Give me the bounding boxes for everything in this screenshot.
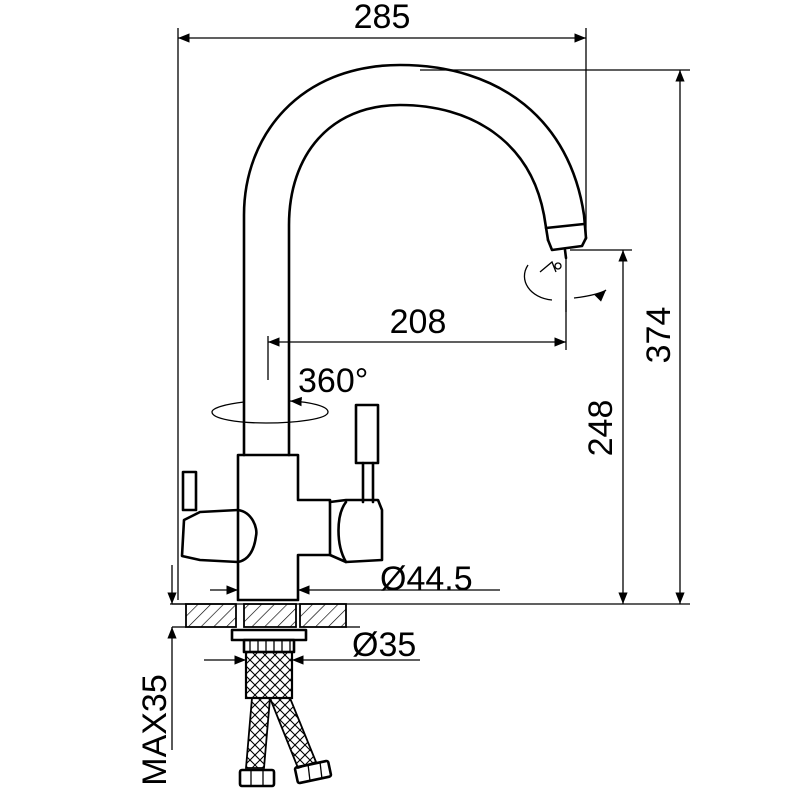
rotation-indicator: 360° xyxy=(211,362,368,424)
dimension-spout-reach: 208 xyxy=(267,300,567,380)
dimension-base-diameter: Ø44.5 xyxy=(210,560,500,598)
aerator-swivel-icon xyxy=(523,258,607,312)
dimension-total-height: 374 xyxy=(420,69,690,604)
max-thickness-label: MAX35 xyxy=(136,674,174,786)
total-height-label: 374 xyxy=(640,307,678,364)
threaded-shank xyxy=(244,650,294,700)
spout-height-label: 248 xyxy=(582,400,620,457)
base-diameter-label: Ø44.5 xyxy=(380,560,473,598)
faucet-spout xyxy=(242,63,588,457)
dimension-thread-diameter: Ø35 xyxy=(204,626,420,665)
countertop-section xyxy=(172,603,360,654)
faucet-body xyxy=(180,403,384,602)
total-width-label: 285 xyxy=(354,0,411,36)
supply-hoses xyxy=(238,697,333,788)
spout-reach-label: 208 xyxy=(390,303,447,341)
thread-diameter-label: Ø35 xyxy=(352,626,416,664)
dimension-total-width: 285 xyxy=(177,0,587,600)
dimension-max-thickness: MAX35 xyxy=(136,565,177,786)
rotation-label: 360° xyxy=(298,362,368,400)
dimension-spout-height: 248 xyxy=(570,249,632,604)
